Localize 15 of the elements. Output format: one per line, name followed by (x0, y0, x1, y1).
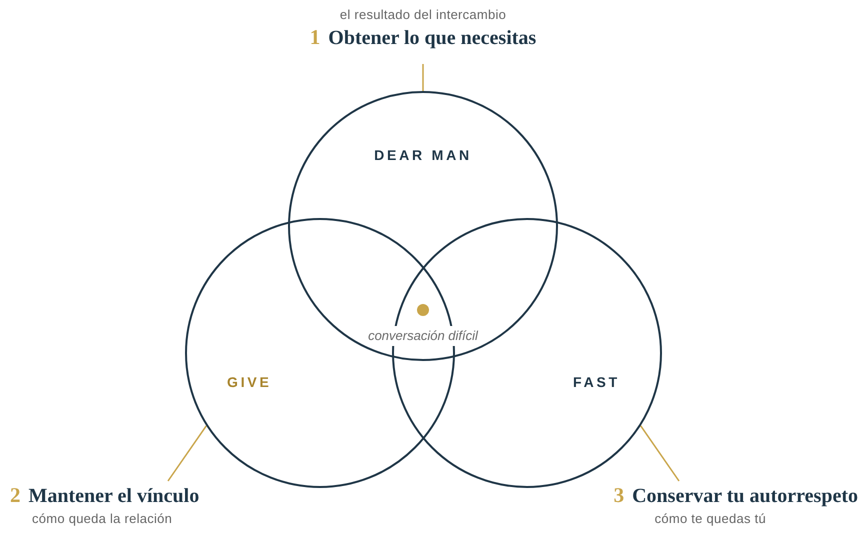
subtitle: cómo queda la relación (31, 510, 172, 527)
heading: Obtener lo que necesitas (328, 26, 536, 51)
heading: Conservar tu autorrespeto (632, 484, 858, 509)
leader-line (422, 64, 424, 91)
step-number: 2 (10, 482, 20, 508)
leader-line (167, 425, 207, 482)
circle-label: FAST (573, 373, 620, 392)
circle-label: DEAR MAN (373, 146, 473, 165)
step-number: 3 (614, 482, 624, 508)
step-number: 1 (310, 24, 320, 50)
circle-label: GIVE (227, 373, 272, 392)
subtitle: cómo te quedas tú (654, 510, 767, 527)
heading: Mantener el vínculo (28, 484, 200, 509)
leader-line (640, 425, 680, 482)
subtitle: el resultado del intercambio (340, 6, 506, 23)
